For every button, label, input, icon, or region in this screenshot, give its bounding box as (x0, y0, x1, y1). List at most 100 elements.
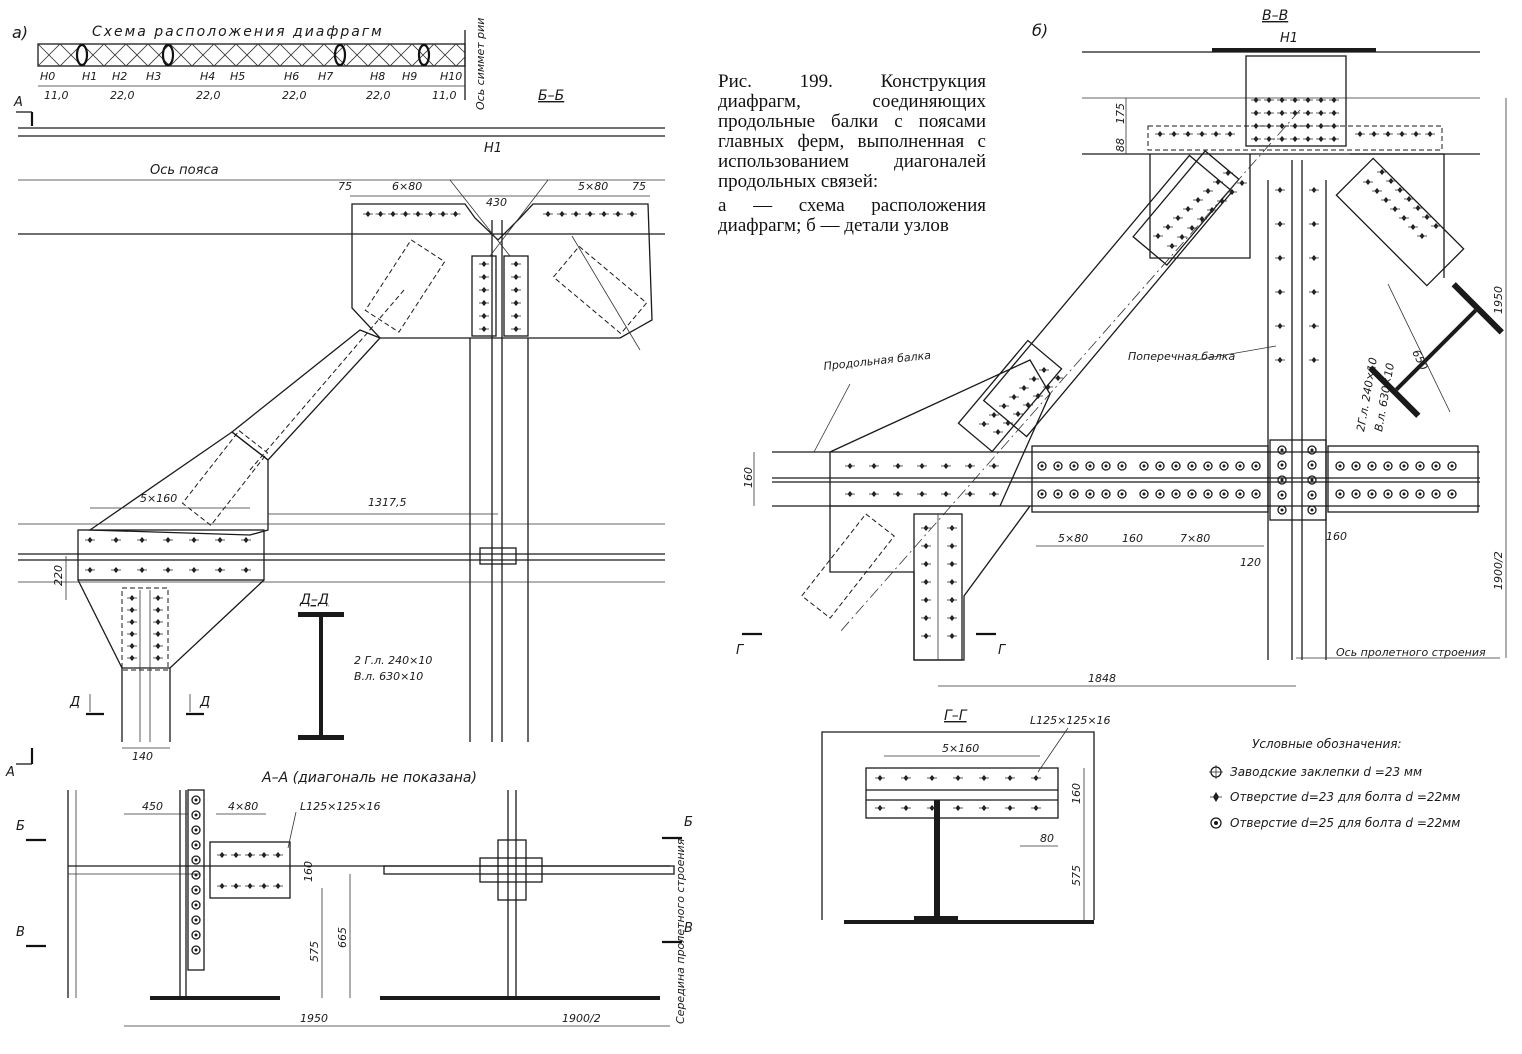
section-aa-title: А–А (диагональ не показана) (261, 770, 477, 786)
cut-v-right: В (684, 921, 693, 936)
node-h1-label: Н1 (484, 141, 502, 156)
diagonal-splice-right (552, 235, 648, 351)
dimensions-bb: 75 6×80 430 5×80 75 (338, 180, 650, 209)
chord-vv (1082, 48, 1480, 278)
bolt-row-bb-right (543, 211, 637, 217)
cut-g-right: Г (998, 643, 1007, 658)
rivet-mark (191, 930, 201, 940)
dim-140: 140 (132, 750, 153, 763)
rivet-mark (1447, 489, 1457, 499)
cut-d-markers: Д Д (69, 694, 210, 716)
rivet-mark (1277, 490, 1287, 500)
rivet-mark (1139, 489, 1149, 499)
b-dim-5x80: 5×80 (1058, 532, 1088, 545)
rivet-mark (1367, 461, 1377, 471)
aa-dim-575: 575 (308, 941, 321, 962)
rivet-mark (1235, 461, 1245, 471)
rivet-mark (1415, 489, 1425, 499)
rivet-mark (191, 945, 201, 955)
legend-rivet-icon (1209, 765, 1223, 779)
aa-angle-spec: L125×125×16 (300, 800, 381, 813)
dim-75-left: 75 (338, 180, 352, 193)
bolt-column-bb (479, 261, 521, 332)
dim-430: 430 (486, 196, 507, 209)
rivet-mark (1399, 489, 1409, 499)
span-2: 22,0 (110, 89, 135, 102)
rivet-mark (191, 810, 201, 820)
rivet-mark (1351, 489, 1361, 499)
b-dim-120: 120 (1240, 556, 1261, 569)
diagonal-member-a (88, 289, 405, 536)
rivet-column-aa (191, 795, 201, 955)
diagonal-splice-left (364, 239, 446, 333)
rivet-mark (191, 900, 201, 910)
rivet-mark (1171, 489, 1181, 499)
panel-a-label: а) (12, 23, 28, 42)
caption-legend: а — схема расположения диафрагм; б — дет… (718, 195, 986, 236)
section-bb-title: Б–Б (538, 88, 564, 104)
span-1: 11,0 (44, 89, 69, 102)
chord-axis-label: Ось пояса (150, 163, 219, 178)
rivet-mark (1203, 489, 1213, 499)
rivet-mark (1085, 489, 1095, 499)
node-h10: Н10 (440, 70, 462, 83)
rivet-mark (1367, 489, 1377, 499)
rivet-mark (1251, 489, 1261, 499)
rivet-mark (1037, 461, 1047, 471)
rivet-mark (1037, 489, 1047, 499)
legend-item-3: Отверстие d=25 для болта d =22мм (1230, 816, 1460, 830)
legend-bolt23-icon (1210, 792, 1222, 802)
rivet-mark (191, 795, 201, 805)
b-dim-1848: 1848 (1088, 672, 1116, 685)
cross-beam-b (1267, 160, 1327, 660)
node-h4: Н4 (200, 70, 215, 83)
rivet-mark (1171, 461, 1181, 471)
gg-angle-spec: L125×125×16 (1030, 714, 1111, 727)
rivet-mark (1117, 489, 1127, 499)
diagonal-stub-b (801, 513, 895, 619)
rivet-mark (1431, 461, 1441, 471)
figure-caption: Рис. 199. Конструкция диафрагм, соединяю… (718, 72, 986, 236)
node-h1: Н1 (82, 70, 97, 83)
rivet-mark (191, 870, 201, 880)
cut-d-right: Д (199, 695, 210, 710)
aa-dim-665: 665 (336, 927, 349, 948)
cut-b-left: Б (16, 819, 25, 834)
rivet-mark (1235, 489, 1245, 499)
node-h6: Н6 (284, 70, 299, 83)
bolt-rows-beam-a (85, 537, 251, 573)
cut-b-v-markers: Б В Б В (16, 815, 693, 948)
rivet-mark (1251, 461, 1261, 471)
main-chord (18, 127, 665, 235)
rivet-mark (1307, 490, 1317, 500)
dim-5x80: 5×80 (578, 180, 608, 193)
vv-dim-1950: 1950 (1492, 286, 1505, 314)
vv-dim-650: 650 (1409, 348, 1430, 373)
bolt-rows-beam-b (845, 461, 1457, 639)
rivet-mark (1101, 489, 1111, 499)
panel-b-label: б) (1032, 21, 1048, 40)
rivet-mark (1117, 461, 1127, 471)
rivet-mark (1383, 489, 1393, 499)
rivet-mark (191, 855, 201, 865)
cut-a-bottom-marker: А (5, 748, 34, 780)
aa-dim-1950: 1950 (300, 1012, 328, 1025)
dimensions-lower-a: 5×160 1317,5 220 140 (52, 492, 498, 763)
rivet-mark (1219, 461, 1229, 471)
rivet-mark (1431, 489, 1441, 499)
legend-item-1: Заводские заклепки d =23 мм (1230, 765, 1422, 779)
rivet-mark (1351, 461, 1361, 471)
section-vv-title: В–В (1262, 8, 1288, 24)
i-beam-section-dd (298, 612, 344, 740)
long-beam-label: Продольная балка (823, 349, 932, 373)
cut-a-top-label: А (13, 95, 23, 110)
rivet-mark (1335, 461, 1345, 471)
rivet-mark (191, 840, 201, 850)
cut-g-markers: Г Г (736, 632, 1007, 658)
rivet-mark (191, 825, 201, 835)
rivet-mark (1155, 461, 1165, 471)
b-dim-7x80: 7×80 (1180, 532, 1210, 545)
node-h8: Н8 (370, 70, 385, 83)
dimensions-beam-b: 160 5×80 160 7×80 120 160 1848 (742, 452, 1347, 687)
